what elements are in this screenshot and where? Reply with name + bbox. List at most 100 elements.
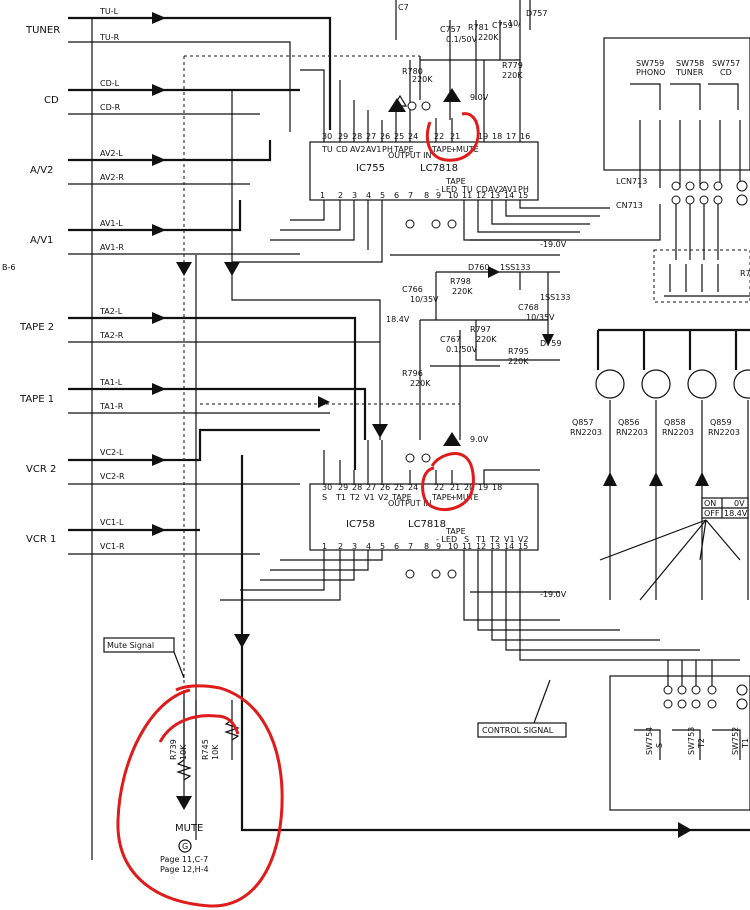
svg-text:220K: 220K	[502, 71, 523, 80]
signal-av1-r: AV1-R	[100, 243, 124, 252]
ic755-name: IC755	[356, 163, 385, 174]
svg-text:1: 1	[320, 191, 325, 200]
svg-text:18.4V: 18.4V	[724, 509, 748, 518]
signal-vc1-l: VC1-L	[100, 518, 124, 527]
mute-ref-2: Page 12,H-4	[160, 865, 209, 874]
svg-text:24: 24	[408, 483, 418, 492]
svg-text:R779: R779	[502, 61, 523, 70]
svg-text:CN713: CN713	[616, 201, 643, 210]
red-curve-inner	[158, 714, 240, 743]
svg-text:T2: T2	[349, 493, 360, 502]
svg-text:TAPE: TAPE	[445, 527, 466, 536]
svg-text:12: 12	[476, 542, 486, 551]
red-circle-ic758-mute	[421, 452, 475, 512]
svg-text:T2: T2	[489, 535, 500, 544]
svg-text:22: 22	[434, 483, 444, 492]
svg-text:T1: T1	[335, 493, 346, 502]
svg-text:10: 10	[448, 191, 458, 200]
svg-text:13: 13	[490, 542, 500, 551]
svg-text:CD: CD	[720, 68, 732, 77]
q858-ref: Q858	[664, 418, 686, 427]
ic758-outin: OUTPUT IN	[388, 499, 432, 508]
svg-text:15: 15	[518, 191, 528, 200]
svg-text:16: 16	[520, 132, 530, 141]
tape1-label: TAPE 1	[19, 394, 54, 405]
svg-text:19: 19	[478, 483, 488, 492]
svg-text:AV2: AV2	[350, 145, 366, 154]
q857-ref: Q857	[572, 418, 594, 427]
svg-text:C759: C759	[492, 21, 513, 30]
svg-text:30: 30	[322, 132, 332, 141]
svg-text:R781: R781	[468, 23, 489, 32]
ic758-name: IC758	[346, 519, 375, 530]
middle-components: D760 1SS133 C766 10/35V R798 220K C768 1…	[386, 254, 571, 444]
svg-text:SW754: SW754	[645, 727, 654, 755]
svg-text:14: 14	[504, 191, 514, 200]
svg-text:OFF: OFF	[704, 509, 720, 518]
svg-text:7: 7	[408, 191, 413, 200]
mute-label: MUTE	[175, 823, 203, 834]
signal-tu-r: TU-R	[99, 33, 120, 42]
svg-text:7: 7	[408, 542, 413, 551]
svg-text:AV1: AV1	[366, 145, 382, 154]
svg-text:13: 13	[490, 191, 500, 200]
svg-text:R745: R745	[201, 739, 210, 760]
svg-text:-19.0V: -19.0V	[540, 590, 567, 599]
signal-av1-l: AV1-L	[100, 219, 123, 228]
switch-block-bottom: SW754 S SW753 T2 SW752 T1	[609, 660, 750, 811]
svg-text:PHONO: PHONO	[636, 68, 665, 77]
mute-signal-label: Mute Signal	[107, 641, 154, 650]
svg-text:R739: R739	[169, 739, 178, 760]
svg-text:SW758: SW758	[676, 59, 704, 68]
svg-text:- LED: - LED	[436, 185, 457, 194]
svg-text:T2: T2	[697, 738, 706, 749]
svg-text:D757: D757	[526, 9, 547, 18]
svg-text:12: 12	[476, 191, 486, 200]
mute-terminal: G	[182, 842, 188, 851]
tuner-label: TUNER	[25, 25, 60, 36]
svg-text:11: 11	[462, 191, 472, 200]
mute-ref-1: Page 11,C-7	[160, 855, 208, 864]
ic758-leads: -19.0V	[220, 432, 740, 661]
svg-text:V1: V1	[364, 493, 375, 502]
svg-text:220K: 220K	[478, 33, 499, 42]
svg-text:LCN713: LCN713	[616, 177, 647, 186]
svg-text:AV2: AV2	[488, 185, 504, 194]
svg-text:C766: C766	[402, 285, 423, 294]
svg-text:27: 27	[366, 132, 376, 141]
control-signal-callout: CONTROL SIGNAL	[477, 679, 567, 738]
svg-text:25: 25	[394, 483, 404, 492]
svg-text:C767: C767	[440, 335, 461, 344]
svg-text:5: 5	[380, 191, 385, 200]
mute-signal-callout: Mute Signal	[103, 637, 185, 679]
svg-text:24: 24	[408, 132, 418, 141]
red-annotations	[116, 112, 480, 908]
vcr1-label: VCR 1	[26, 534, 56, 545]
svg-text:ON: ON	[704, 499, 716, 508]
svg-text:T1: T1	[741, 738, 750, 749]
ic755-components: C7 C757 0.1/50V R781 220K C759 10/ D757 …	[395, 0, 567, 249]
red-circle-mute-output	[116, 684, 284, 908]
svg-text:- LED: - LED	[436, 535, 457, 544]
svg-text:18.4V: 18.4V	[386, 315, 410, 324]
svg-text:1: 1	[322, 542, 327, 551]
svg-text:9: 9	[436, 191, 441, 200]
svg-text:9: 9	[436, 542, 441, 551]
svg-text:2: 2	[338, 542, 343, 551]
svg-text:3: 3	[352, 542, 357, 551]
svg-text:8: 8	[424, 542, 429, 551]
signal-vc2-r: VC2-R	[100, 472, 125, 481]
signal-ta1-l: TA1-L	[99, 378, 123, 387]
svg-text:S: S	[464, 535, 469, 544]
svg-text:4: 4	[366, 191, 371, 200]
svg-text:18: 18	[492, 132, 502, 141]
svg-text:C768: C768	[518, 303, 539, 312]
svg-text:1SS133: 1SS133	[500, 263, 531, 272]
svg-text:TAPE: TAPE	[445, 177, 466, 186]
q858-part: RN2203	[662, 428, 694, 437]
svg-text:R7: R7	[740, 269, 750, 278]
q857-part: RN2203	[570, 428, 602, 437]
svg-text:S: S	[655, 743, 664, 748]
svg-text:MUTE: MUTE	[456, 145, 479, 154]
